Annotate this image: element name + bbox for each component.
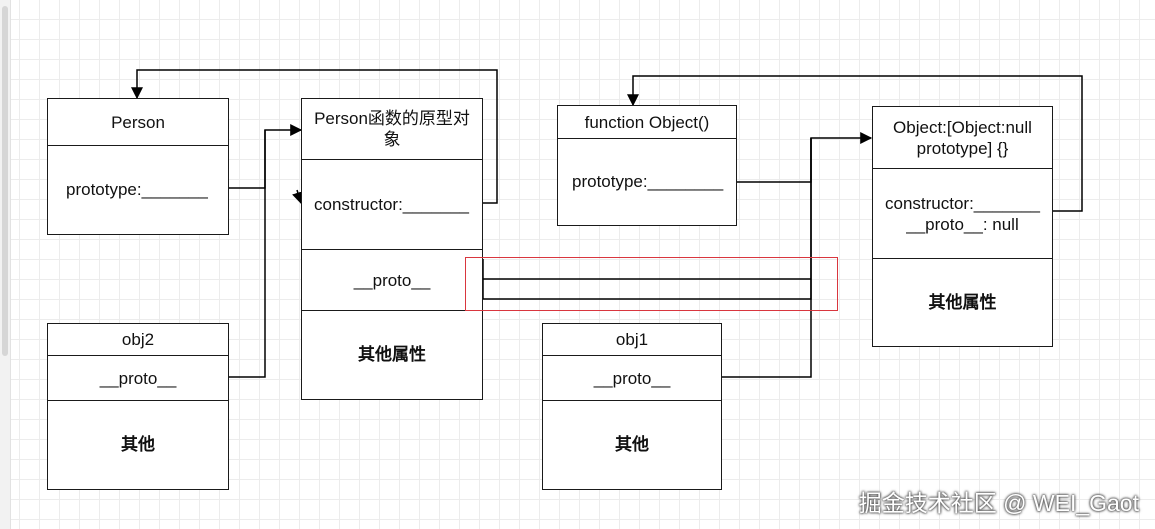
person-prototype-box[interactable]: Person函数的原型对象 constructor:_______ __prot… bbox=[301, 98, 483, 400]
person-prototype-proto: __proto__ bbox=[302, 249, 482, 310]
obj2-box[interactable]: obj2 __proto__ 其他 bbox=[47, 323, 229, 490]
watermark: 掘金技术社区 @ WEI_Gaot bbox=[858, 490, 1139, 516]
object-prototype-title: Object:[Object:null prototype] {} bbox=[873, 107, 1052, 168]
obj2-title: obj2 bbox=[121, 330, 155, 349]
object-prototype-title-line1: Object:[Object:null bbox=[893, 117, 1032, 137]
person-prototype-others: 其他属性 bbox=[302, 310, 482, 398]
edge-object-prototype bbox=[737, 132, 873, 183]
person-box[interactable]: Person prototype:_______ bbox=[47, 98, 229, 235]
obj1-others: 其他 bbox=[543, 400, 721, 488]
edge-constructor-person bbox=[131, 69, 498, 204]
highlight-rectangle bbox=[465, 257, 838, 311]
object-prototype-fields: constructor:_______ __proto__: null bbox=[873, 168, 1052, 258]
edge-object-constructor bbox=[627, 75, 1083, 212]
function-object-title: function Object() bbox=[584, 112, 710, 132]
obj1-proto: __proto__ bbox=[543, 355, 721, 400]
object-prototype-proto: __proto__: null bbox=[906, 214, 1019, 234]
person-title: Person bbox=[111, 112, 165, 132]
function-object-prototype-field: prototype:________ bbox=[558, 138, 736, 224]
scrollbar-thumb[interactable] bbox=[2, 6, 8, 356]
function-object-box[interactable]: function Object() prototype:________ bbox=[557, 105, 737, 226]
obj2-others: 其他 bbox=[48, 400, 228, 488]
obj2-proto: __proto__ bbox=[48, 355, 228, 400]
object-prototype-title-line2: prototype] {} bbox=[916, 138, 1009, 158]
obj1-title: obj1 bbox=[615, 330, 649, 349]
edge-constructor-stub bbox=[292, 189, 304, 205]
person-prototype-title: Person函数的原型对象 bbox=[314, 109, 470, 149]
object-prototype-constructor: constructor:_______ bbox=[885, 193, 1040, 213]
person-prototype-constructor: constructor:_______ bbox=[302, 159, 482, 249]
obj1-box[interactable]: obj1 __proto__ 其他 bbox=[542, 323, 722, 490]
object-prototype-others: 其他属性 bbox=[873, 258, 1052, 345]
edge-obj2-proto bbox=[229, 130, 266, 378]
object-prototype-box[interactable]: Object:[Object:null prototype] {} constr… bbox=[872, 106, 1053, 347]
edge-person-proto-to-object-3 bbox=[483, 138, 812, 300]
scrollbar[interactable] bbox=[0, 0, 11, 529]
person-prototype-field: prototype:_______ bbox=[48, 145, 228, 233]
